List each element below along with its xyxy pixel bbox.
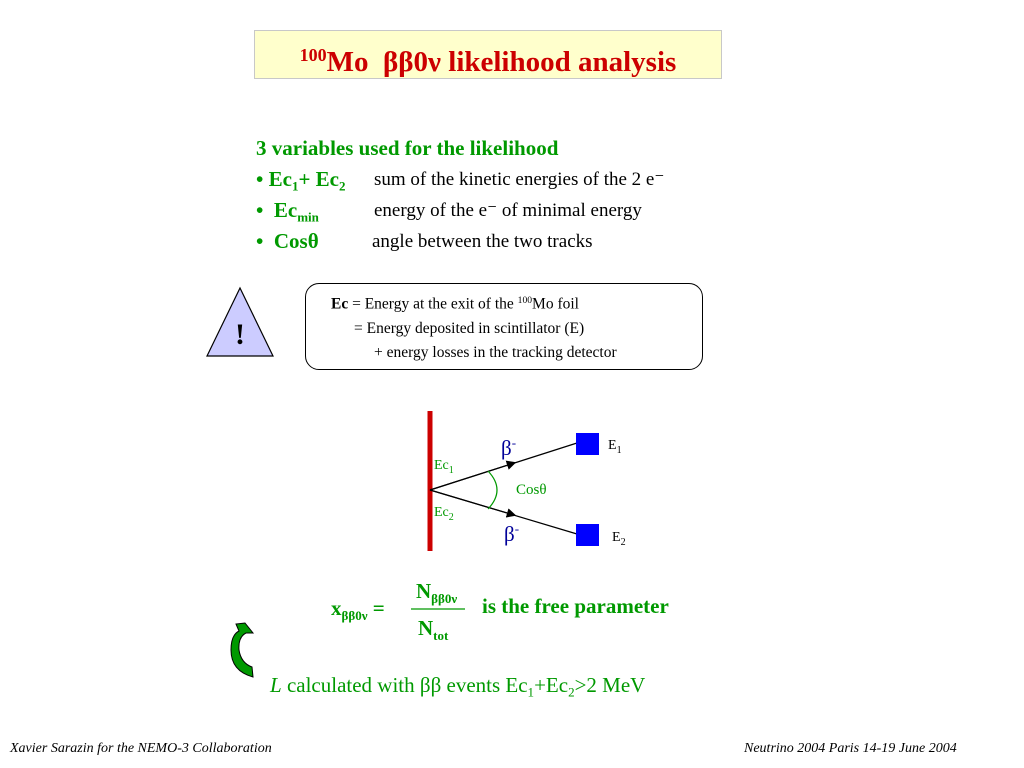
- variable-item-ec-min: • Ecmin energy of the e⁻ of minimal ener…: [256, 195, 642, 226]
- page-title: 100Mo ββ0ν likelihood analysis: [254, 30, 722, 79]
- curved-arrow-icon: [230, 622, 255, 678]
- variable-item-cos: • Cosθ angle between the two tracks: [256, 226, 593, 257]
- title-text: likelihood analysis: [448, 45, 677, 78]
- angle-label: Cosθ: [516, 482, 547, 498]
- variable-label: • Cosθ: [256, 229, 319, 253]
- scintillator-2: [576, 524, 599, 546]
- angle-arc: [487, 470, 498, 510]
- variables-list: 3 variables used for the likelihood • Ec…: [256, 133, 664, 257]
- note-line-3: + energy losses in the tracking detector: [374, 344, 617, 361]
- warning-triangle-icon: !: [206, 286, 274, 357]
- variable-label: • Ec1+ Ec2: [256, 167, 346, 194]
- variable-label: • Ecmin: [256, 198, 319, 225]
- scintillator-1: [576, 433, 599, 455]
- e1-label: E1: [608, 438, 622, 456]
- arrow-track-1-icon: [429, 460, 517, 491]
- likelihood-symbol: L: [270, 673, 282, 697]
- note-line-1: Ec = Energy at the exit of the 100Mo foi…: [331, 295, 579, 313]
- free-parameter-text: is the free parameter: [482, 594, 669, 618]
- ec2-label: Ec2: [434, 505, 454, 523]
- variable-description: angle between the two tracks: [372, 231, 593, 252]
- note-line-2: = Energy deposited in scintillator (E): [354, 320, 585, 337]
- formula-numerator: Nββ0ν: [416, 579, 457, 606]
- e2-label: E2: [612, 530, 626, 548]
- title-element: Mo: [326, 45, 369, 78]
- likelihood-condition: L calculated with ββ events Ec1+Ec2>2 Me…: [270, 673, 646, 700]
- warning-symbol: !: [235, 318, 245, 351]
- free-parameter-formula: xββ0ν = Nββ0ν Ntot: [331, 579, 465, 643]
- variables-heading: 3 variables used for the likelihood: [256, 136, 559, 160]
- formula-x: xββ0ν =: [331, 596, 385, 623]
- footer-conference: Neutrino 2004 Paris 14-19 June 2004: [744, 741, 957, 756]
- ec-definition-box: Ec = Energy at the exit of the 100Mo foi…: [305, 283, 703, 370]
- decay-diagram: β- β- Ec1 Ec2 E1 E2 Cosθ: [427, 411, 626, 551]
- variable-description: energy of the e⁻ of minimal energy: [374, 200, 642, 221]
- beta-bottom-label: β-: [504, 521, 519, 546]
- arrow-track-2-icon: [429, 489, 517, 518]
- variable-description: sum of the kinetic energies of the 2 e⁻: [374, 169, 665, 190]
- variable-item-ec-sum: • Ec1+ Ec2 sum of the kinetic energies o…: [256, 164, 664, 195]
- title-mass-number: 100: [299, 45, 327, 65]
- footer-author: Xavier Sarazin for the NEMO-3 Collaborat…: [10, 741, 272, 756]
- ec1-label: Ec1: [434, 458, 454, 476]
- beta-top-label: β-: [501, 435, 516, 460]
- formula-denominator: Ntot: [418, 616, 449, 643]
- title-process: ββ0ν: [383, 45, 442, 78]
